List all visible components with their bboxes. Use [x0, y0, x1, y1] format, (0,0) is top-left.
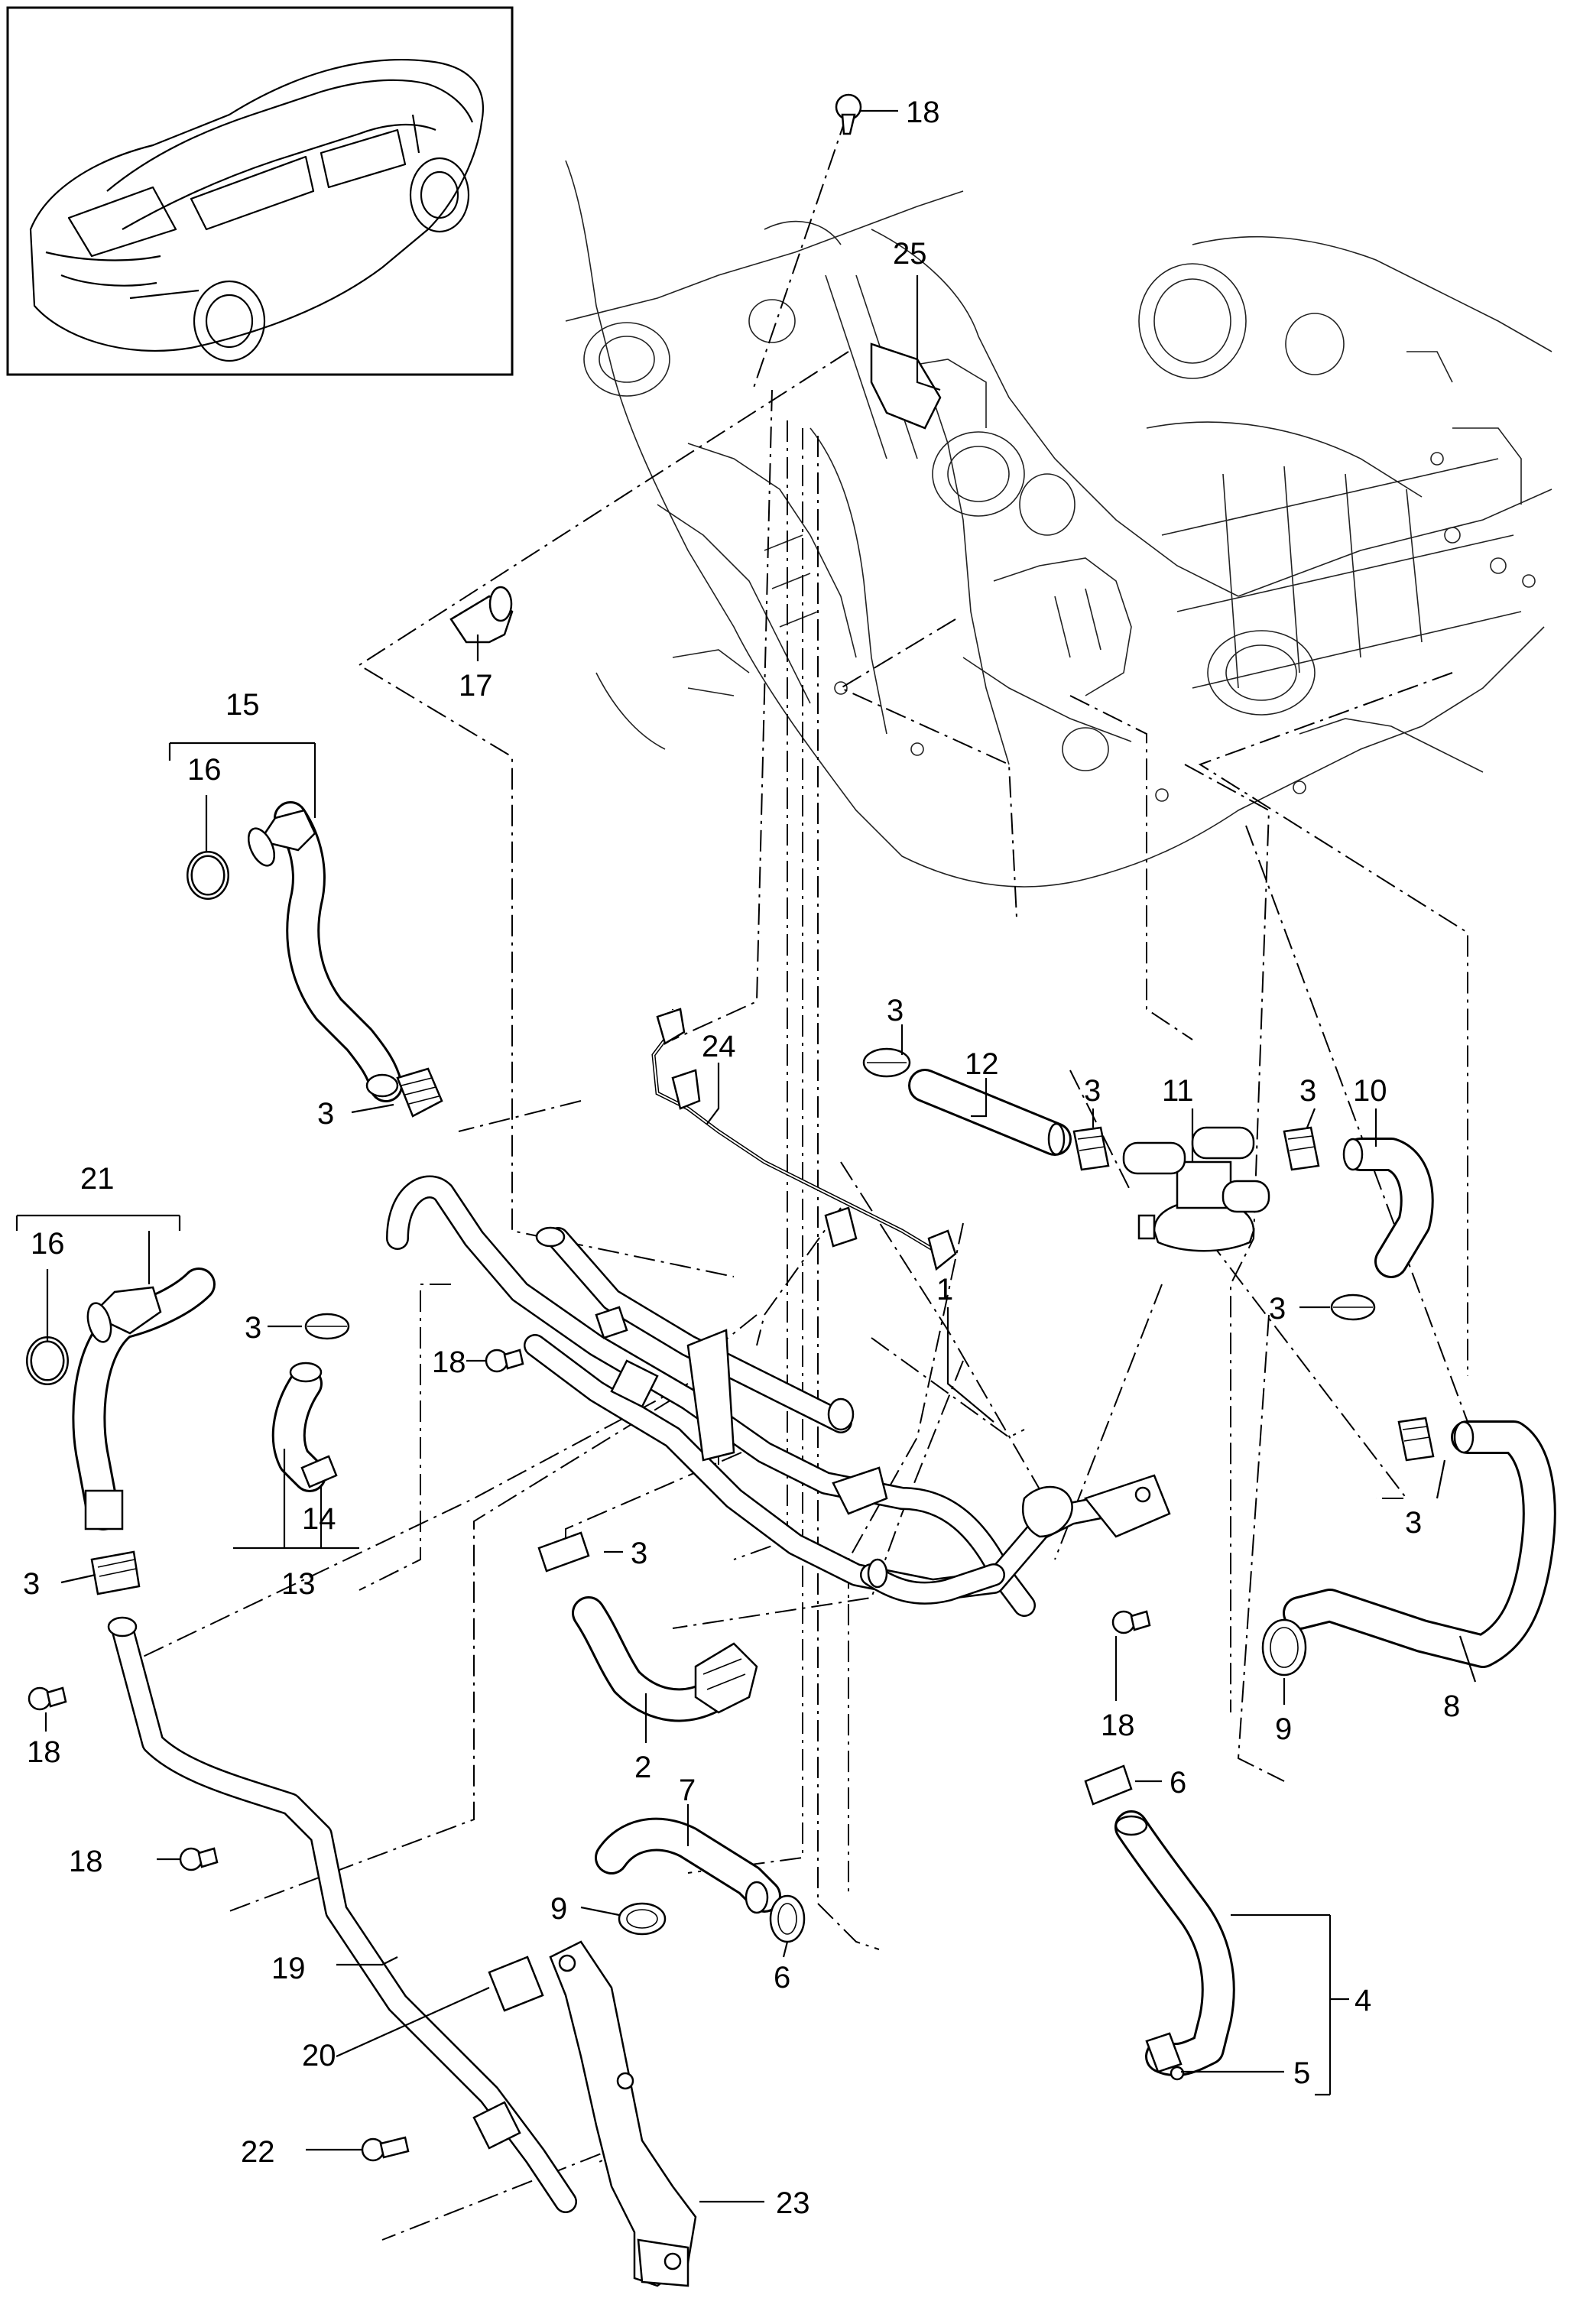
hose-clamp-3-h [1330, 1293, 1376, 1321]
vehicle-thumbnail [6, 6, 514, 376]
hose-clamp-3-f [1072, 1126, 1110, 1171]
hose-clamp-3-e [862, 1047, 911, 1078]
hose-clamp-3-c [304, 1313, 350, 1340]
callout-1: 1 [936, 1273, 953, 1306]
pipe-19 [107, 1616, 577, 2213]
callout-4: 4 [1355, 1984, 1371, 2017]
hose-15 [247, 801, 403, 1102]
hose-clamp-3-i [1397, 1417, 1435, 1462]
callout-14: 14 [302, 1502, 336, 1536]
callout-2: 2 [634, 1751, 651, 1784]
clip-17 [449, 586, 514, 644]
hose-clamp-9-left [618, 1902, 667, 1936]
bolt-18-bottom [179, 1847, 219, 1871]
callout-6-right: 6 [1170, 1766, 1186, 1800]
bolt-18-left [485, 1349, 524, 1373]
callout-10: 10 [1353, 1074, 1387, 1108]
callout-3-right: 3 [1269, 1292, 1286, 1326]
hose-clamp-5 [1145, 2032, 1185, 2081]
hose-clamp-3-g [1283, 1126, 1320, 1171]
callout-24: 24 [702, 1030, 736, 1063]
callout-3-top-center: 3 [887, 994, 904, 1027]
o-ring-16-bottom [26, 1336, 69, 1385]
hose-clamp-6-right [1084, 1764, 1133, 1806]
bolt-18-lower-left [28, 1686, 67, 1711]
callout-3-top-right: 3 [1299, 1074, 1316, 1108]
callout-18-top: 18 [906, 96, 940, 129]
callout-3-far-right: 3 [1405, 1506, 1422, 1540]
callout-11: 11 [1162, 1074, 1194, 1108]
callout-21: 21 [80, 1162, 115, 1196]
callout-3-upper-left: 3 [317, 1097, 334, 1131]
callout-19: 19 [271, 1952, 306, 1985]
hose-clamp-3-b [90, 1550, 141, 1595]
callout-22: 22 [241, 2135, 275, 2169]
callout-12: 12 [965, 1047, 999, 1081]
callout-25: 25 [893, 237, 927, 271]
callout-16-bottom: 16 [31, 1227, 65, 1261]
bolt-18-top [835, 93, 862, 135]
bracket-23 [549, 1940, 697, 2287]
hose-clamp-6-left [769, 1894, 806, 1943]
pipe-clamp-20 [488, 1956, 544, 2012]
bolt-22 [361, 2136, 410, 2162]
callout-9-left: 9 [550, 1892, 567, 1926]
callout-20: 20 [302, 2039, 336, 2072]
callout-3-center: 3 [1084, 1074, 1101, 1108]
hose-8 [1283, 1420, 1556, 1668]
callout-9-right: 9 [1275, 1712, 1292, 1746]
bolt-18-right [1111, 1610, 1151, 1634]
callout-3-mid-left: 3 [245, 1311, 261, 1345]
hose-4 [1114, 1810, 1235, 2077]
valve-11 [1122, 1126, 1270, 1252]
hose-12 [908, 1069, 1072, 1156]
hose-7 [595, 1817, 781, 1914]
callout-5: 5 [1293, 2056, 1310, 2090]
engine-block-background [565, 160, 1552, 888]
hose-10 [1342, 1138, 1434, 1278]
callout-16-top: 16 [187, 753, 222, 787]
hose-clamp-3-a [396, 1067, 443, 1118]
callout-17: 17 [459, 669, 493, 703]
callout-18-bottom-left: 18 [69, 1845, 103, 1878]
hose-clamp-9-right [1261, 1618, 1307, 1676]
callout-18-right: 18 [1101, 1709, 1135, 1742]
hose-2 [572, 1596, 758, 1722]
callout-8: 8 [1443, 1689, 1460, 1723]
callout-6-left: 6 [774, 1961, 790, 1995]
callout-3-center-lower: 3 [631, 1537, 647, 1570]
leader-lines [15, 109, 1477, 2203]
callout-7: 7 [679, 1774, 696, 1807]
callout-23: 23 [776, 2186, 810, 2220]
wire-harness-24 [651, 1008, 957, 1271]
callout-18-mid-left: 18 [432, 1345, 466, 1379]
callout-15: 15 [225, 688, 260, 722]
callout-labels: 18 25 17 15 16 3 21 16 3 18 14 13 3 18 1… [23, 96, 1460, 2220]
pipe-1-assembly [386, 1175, 1171, 1617]
callout-18-lower-left: 18 [27, 1735, 61, 1769]
callout-13: 13 [281, 1567, 316, 1601]
callout-3-lower-left: 3 [23, 1567, 40, 1601]
hose-21 [72, 1267, 216, 1530]
o-ring-16-top [187, 851, 229, 900]
hose-clamp-3-d [537, 1531, 590, 1573]
hose-13 [271, 1362, 338, 1492]
